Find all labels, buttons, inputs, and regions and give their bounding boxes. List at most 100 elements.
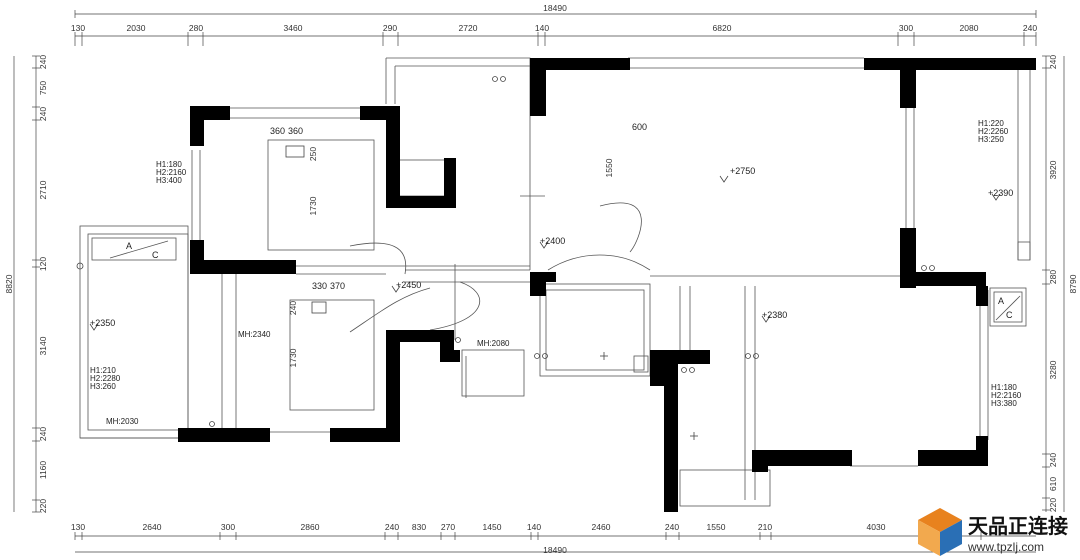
ac-labels: A C A C [126, 241, 1013, 320]
door-height-notes: MH:2340 MH:2080 MH:2030 [106, 330, 510, 426]
dim-bottom-0: 130 [71, 522, 85, 532]
door-height-3: MH:2030 [106, 417, 139, 426]
level-hall: +2450 [396, 280, 421, 290]
dim-bottom-11: 1550 [707, 522, 726, 532]
door-height-1: MH:2340 [238, 330, 271, 339]
dim-right-6: 220 [1048, 498, 1058, 512]
dim-top-4: 290 [383, 23, 397, 33]
dim-left-2: 240 [38, 107, 48, 121]
dim-bottom-13: 4030 [867, 522, 886, 532]
ac-right-a: A [998, 296, 1004, 306]
dim-bottom-6: 270 [441, 522, 455, 532]
tv-icon [285, 145, 305, 158]
dim-bottom-10: 240 [665, 522, 679, 532]
outlet-icon [542, 353, 548, 359]
wh-top-right-3: H3:250 [978, 135, 1004, 144]
wh-bottom-right-2: H2:2160 [991, 391, 1022, 400]
watermark-url: www.tpzlj.com [967, 540, 1044, 554]
logo-cube-icon [918, 508, 962, 556]
dim-top-7: 6820 [713, 23, 732, 33]
watermark-brand: 天品正连接 [968, 514, 1068, 538]
ac-right-c: C [1006, 310, 1013, 320]
outlet-icon [455, 337, 461, 343]
outlet-icon [921, 265, 927, 271]
door-height-2: MH:2080 [477, 339, 510, 348]
dim-bottom-3: 2860 [301, 522, 320, 532]
thin-outlines [79, 57, 1031, 507]
outlet-icon [753, 353, 759, 359]
dim-top-2: 280 [189, 23, 203, 33]
dim-right-3: 3280 [1048, 360, 1058, 379]
dim-right-2: 280 [1048, 270, 1058, 284]
walls [178, 58, 1036, 512]
dim-top-total: 18490 [543, 3, 567, 13]
wh-top-left-1: H1:180 [156, 160, 182, 169]
dim-bottom-9: 2460 [592, 522, 611, 532]
dim-right-4: 240 [1048, 453, 1058, 467]
dim-left-6: 240 [38, 427, 48, 441]
dim-right-5: 610 [1048, 477, 1058, 491]
watermark: 天品正连接 www.tpzlj.com [918, 508, 1068, 556]
dim-top-5: 2720 [459, 23, 478, 33]
bed-top-h2: 1730 [308, 196, 318, 215]
dim-left-0: 240 [38, 55, 48, 69]
wh-bottom-left-2: H2:2280 [90, 374, 121, 383]
bed-bottom-h2: 1730 [288, 348, 298, 367]
living-dim-h: 1550 [604, 158, 614, 177]
wh-top-right-1: H1:220 [978, 119, 1004, 128]
dim-top-9: 2080 [960, 23, 979, 33]
window-height-notes: H1:180 H2:2160 H3:400 H1:220 H2:2260 H3:… [90, 119, 1022, 408]
dim-top-10: 240 [1023, 23, 1037, 33]
dim-right-1: 3920 [1048, 160, 1058, 179]
outlet-icon [745, 353, 751, 359]
tv-icon [311, 301, 327, 314]
dimension-labels: 18490 130 2030 280 3460 290 2720 140 682… [4, 3, 1078, 555]
level-corridor: +2400 [540, 236, 565, 246]
level-left-room: +2350 [90, 318, 115, 328]
bed-dimension-notes: 360 360 250 1730 330 370 240 1730 600 15… [270, 122, 647, 367]
outlet-icon [500, 76, 506, 82]
dimension-lines [13, 10, 1065, 553]
bed-bottom-h1: 240 [288, 301, 298, 315]
dim-bottom-8: 140 [527, 522, 541, 532]
living-dim-w: 600 [632, 122, 647, 132]
wh-top-left-2: H2:2160 [156, 168, 187, 177]
wh-bottom-right-1: H1:180 [991, 383, 1017, 392]
dim-top-1: 2030 [127, 23, 146, 33]
dim-top-8: 300 [899, 23, 913, 33]
dim-left-1: 750 [38, 81, 48, 95]
dim-top-6: 140 [535, 23, 549, 33]
dim-left-4: 120 [38, 257, 48, 271]
bed-bottom-w1: 330 [312, 281, 327, 291]
level-labels: +2750 +2390 +2400 +2450 +2350 +2380 [90, 166, 1013, 328]
wh-bottom-left-1: H1:210 [90, 366, 116, 375]
dim-left-total: 8820 [4, 274, 14, 293]
dim-top-0: 130 [71, 23, 85, 33]
bed-top-h1: 250 [308, 147, 318, 161]
bed-bottom-w2: 370 [330, 281, 345, 291]
level-living: +2750 [730, 166, 755, 176]
dim-bottom-5: 830 [412, 522, 426, 532]
bed-top-w1: 360 [270, 126, 285, 136]
outlet-icon [929, 265, 935, 271]
dim-left-7: 1160 [38, 461, 48, 480]
outlet-icon [681, 367, 687, 373]
dim-top-3: 3460 [284, 23, 303, 33]
dim-right-total: 8790 [1068, 274, 1078, 293]
dim-bottom-4: 240 [385, 522, 399, 532]
dim-left-3: 2710 [38, 180, 48, 199]
dim-left-8: 220 [38, 499, 48, 513]
outlet-icon [534, 353, 540, 359]
outlet-icon [209, 421, 215, 427]
level-top-right: +2390 [988, 188, 1013, 198]
wh-bottom-left-3: H3:260 [90, 382, 116, 391]
fixture-symbols [76, 76, 1001, 440]
wh-top-left-3: H3:400 [156, 176, 182, 185]
wh-bottom-right-3: H3:380 [991, 399, 1017, 408]
ac-left-c: C [152, 250, 159, 260]
outlet-icon [76, 262, 84, 270]
dim-bottom-12: 210 [758, 522, 772, 532]
ac-left-a: A [126, 241, 132, 251]
dim-bottom-1: 2640 [143, 522, 162, 532]
